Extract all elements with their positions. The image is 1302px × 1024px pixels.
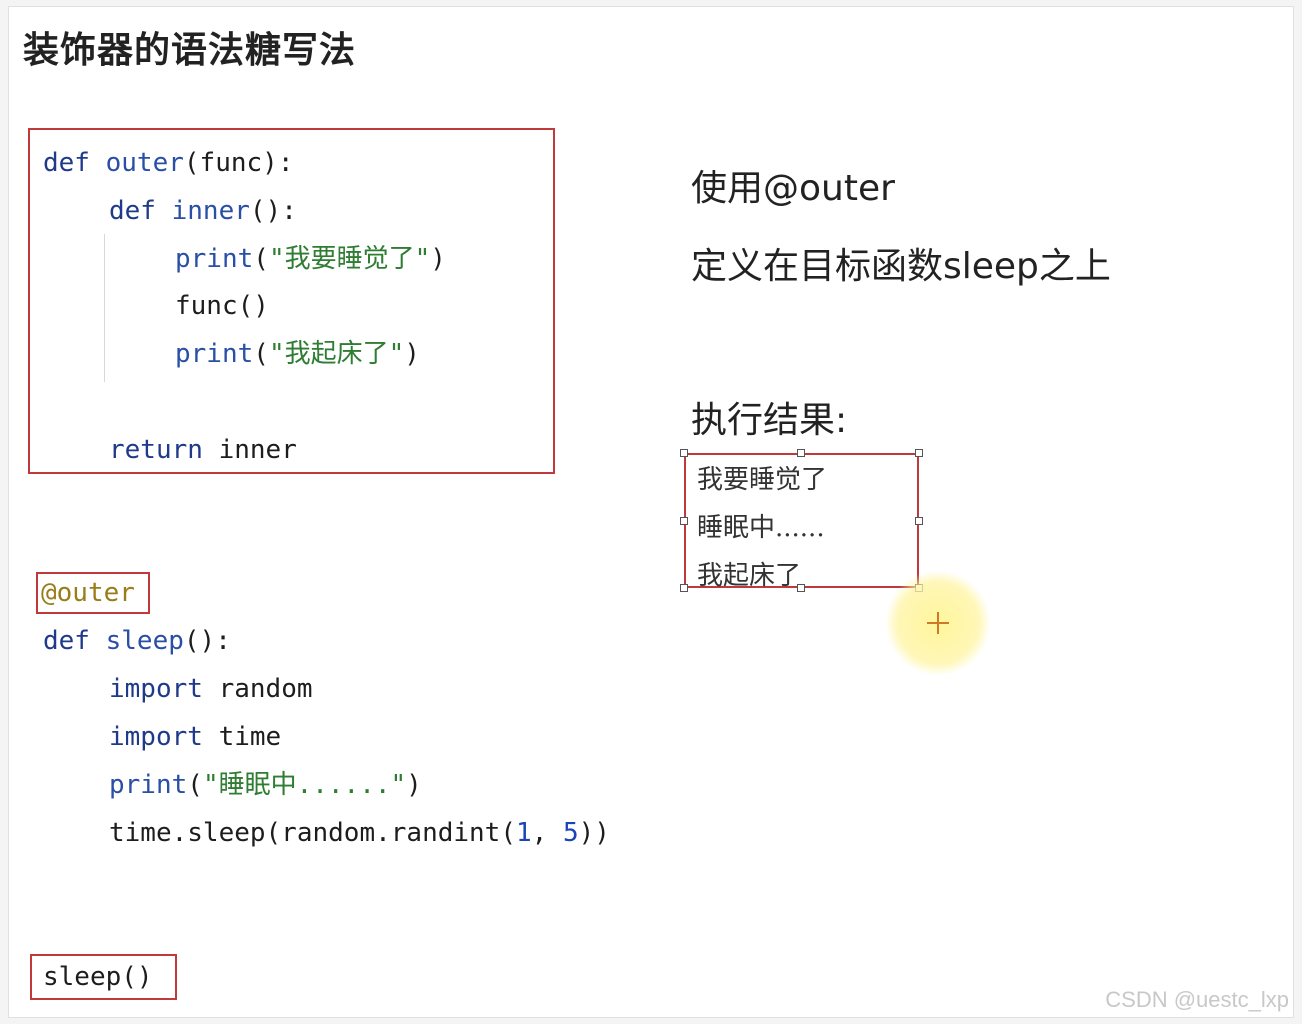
builtin-name: print: [175, 244, 254, 274]
note-usage: 使用@outer: [691, 168, 895, 209]
code-line-def-sleep: def sleep():: [43, 621, 231, 661]
code-line-print-sleeping: print("睡眠中......"): [109, 765, 422, 805]
keyword: def: [43, 626, 90, 656]
code-line-def-outer: def outer(func):: [43, 143, 293, 183]
code-text: ): [406, 770, 422, 800]
result-line: 睡眠中......: [697, 513, 825, 543]
string-literal: "睡眠中......": [202, 770, 407, 800]
function-name: outer: [105, 148, 184, 178]
slide: 装饰器的语法糖写法 def outer(func): def inner(): …: [8, 6, 1294, 1018]
code-text: ():: [183, 626, 231, 656]
result-line: 我起床了: [697, 561, 802, 591]
code-line-return: return inner: [109, 430, 297, 470]
number-literal: 5: [562, 818, 579, 848]
code-line-print-wake: print("我起床了"): [175, 334, 420, 374]
code-text: ): [404, 339, 420, 369]
code-text: ): [430, 244, 446, 274]
code-line-func-call: func(): [175, 291, 269, 321]
string-literal: "我起床了": [268, 339, 405, 369]
code-text: random: [202, 674, 313, 704]
call-highlight-box: [30, 954, 177, 1000]
outer-code-highlight-box: [28, 128, 555, 474]
function-name: inner: [171, 196, 250, 226]
code-text: time.sleep(random.randint(: [109, 818, 516, 848]
code-text: (: [253, 339, 269, 369]
resize-handle-sw[interactable]: [680, 584, 688, 592]
builtin-name: print: [109, 770, 188, 800]
code-line-import-time: import time: [109, 717, 281, 757]
note-position: 定义在目标函数sleep之上: [691, 246, 1111, 287]
resize-handle-e[interactable]: [915, 517, 923, 525]
code-text: )): [578, 818, 610, 848]
decorator-highlight-box: [36, 572, 150, 614]
resize-handle-w[interactable]: [680, 517, 688, 525]
crosshair-cursor-icon: [927, 612, 949, 634]
slide-title: 装饰器的语法糖写法: [23, 30, 357, 71]
resize-handle-nw[interactable]: [680, 449, 688, 457]
function-name: sleep: [105, 626, 184, 656]
code-line-import-random: import random: [109, 669, 313, 709]
result-label: 执行结果:: [691, 400, 848, 441]
code-text: (: [253, 244, 269, 274]
code-line-print-sleep: print("我要睡觉了"): [175, 239, 446, 279]
builtin-name: print: [175, 339, 254, 369]
keyword: import: [109, 674, 203, 704]
code-text: ():: [249, 196, 297, 226]
code-line-def-inner: def inner():: [109, 191, 297, 231]
code-line-time-sleep: time.sleep(random.randint(1, 5)): [109, 813, 610, 853]
keyword: return: [109, 435, 203, 465]
keyword: def: [109, 196, 156, 226]
keyword: def: [43, 148, 90, 178]
number-literal: 1: [516, 818, 532, 848]
string-literal: "我要睡觉了": [268, 244, 431, 274]
code-text: ,: [531, 818, 563, 848]
result-line: 我要睡觉了: [697, 465, 828, 495]
keyword: import: [109, 722, 203, 752]
resize-handle-n[interactable]: [797, 449, 805, 457]
indent-guide: [104, 234, 105, 382]
code-text: time: [202, 722, 282, 752]
decorator-line: @outer: [41, 578, 135, 608]
code-line-sleep-call: sleep(): [43, 962, 153, 992]
resize-handle-ne[interactable]: [915, 449, 923, 457]
code-text: (: [187, 770, 203, 800]
code-text: inner: [202, 435, 297, 465]
code-text: (func):: [183, 148, 294, 178]
watermark: CSDN @uestc_lxp: [1105, 987, 1289, 1012]
resize-handle-s[interactable]: [797, 584, 805, 592]
